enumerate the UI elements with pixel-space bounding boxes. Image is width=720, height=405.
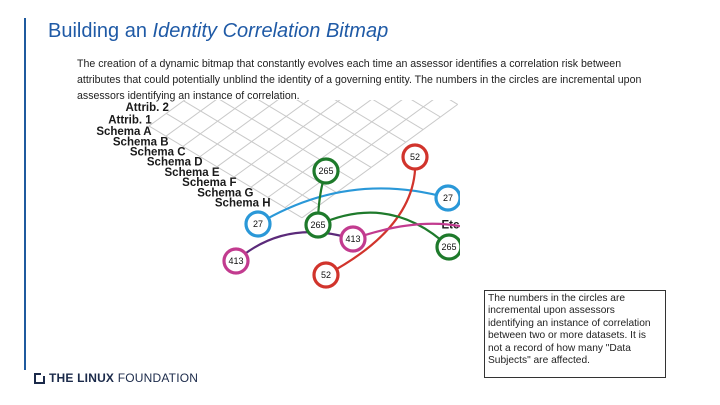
node-count-label: 265 — [318, 166, 333, 176]
correlation-link — [257, 187, 449, 225]
grid-line — [250, 100, 372, 188]
correlation-node: 27 — [244, 210, 272, 238]
grid-line — [296, 100, 389, 156]
title-emphasis: Identity Correlation Bitmap — [152, 20, 389, 42]
grid-line — [372, 100, 424, 131]
schema-label: Schema A — [96, 126, 151, 138]
correlation-node: 265 — [304, 211, 332, 239]
node-circle — [222, 247, 250, 275]
grid-line — [284, 100, 434, 209]
correlation-node: 265 — [312, 157, 340, 185]
attribute-label: Attrib. 1 — [108, 115, 152, 127]
schema-label: Schema H — [215, 198, 271, 210]
schema-label: Schema D — [147, 157, 203, 169]
grid-line — [257, 100, 372, 168]
node-circle — [435, 233, 460, 261]
grid-line — [334, 100, 407, 143]
correlation-node: 52 — [401, 143, 429, 171]
node-circle — [304, 211, 332, 239]
logo-text-light: FOUNDATION — [117, 371, 199, 385]
node-count-label: 27 — [253, 219, 263, 229]
node-count-label: 265 — [310, 220, 325, 230]
schema-label: Schema E — [165, 167, 220, 179]
schema-label: Schema G — [197, 187, 253, 199]
grid-line — [233, 100, 341, 178]
node-circle — [312, 261, 340, 289]
correlation-node: 27 — [434, 184, 460, 212]
correlation-node: 413 — [339, 225, 367, 253]
node-count-label: 265 — [441, 242, 456, 252]
grid-line — [182, 100, 248, 147]
grid-line — [199, 100, 279, 158]
linux-foundation-logo-icon — [34, 372, 45, 384]
grid-line — [449, 100, 458, 105]
accent-bar — [24, 18, 26, 370]
grid-line — [411, 100, 441, 118]
correlation-link — [352, 222, 460, 241]
node-count-label: 27 — [443, 193, 453, 203]
bitmap-grid — [148, 100, 458, 219]
grid-line — [165, 100, 217, 137]
attribute-label: Attrib. 3 — [143, 100, 186, 102]
logo-text-bold: THE LINUX — [49, 371, 115, 385]
grid-line — [216, 100, 310, 168]
node-count-label: 52 — [321, 270, 331, 280]
correlation-link — [235, 231, 354, 262]
grid-line — [301, 103, 458, 219]
correlation-node: 413 — [222, 247, 250, 275]
node-circle — [434, 184, 460, 212]
node-circle — [244, 210, 272, 238]
schema-label: Schema F — [182, 177, 236, 189]
node-count-label: 413 — [345, 234, 360, 244]
title-prefix: Building an — [48, 20, 153, 42]
correlation-node: 265 — [435, 233, 460, 261]
correlation-links — [235, 156, 460, 276]
node-circle — [312, 157, 340, 185]
node-count-label: 413 — [228, 256, 243, 266]
correlation-link — [317, 211, 450, 248]
linux-foundation-logo: THE LINUX FOUNDATION — [34, 371, 198, 385]
correlation-node: 52 — [312, 261, 340, 289]
node-circle — [401, 143, 429, 171]
schema-label: Schema C — [130, 147, 186, 159]
slide-title: Building an Identity Correlation Bitmap — [48, 20, 388, 43]
grid-line — [166, 112, 320, 206]
schema-label: Schema B — [113, 136, 169, 148]
node-circle — [339, 225, 367, 253]
attribute-label: Attrib. 2 — [125, 102, 168, 114]
grid-line — [148, 100, 186, 127]
note-box: The numbers in the circles are increment… — [484, 290, 666, 378]
grid-line — [148, 125, 303, 219]
grid-line — [267, 100, 403, 198]
slide-description: The creation of a dynamic bitmap that co… — [77, 58, 642, 102]
correlation-link — [325, 156, 417, 276]
grid-line — [183, 100, 337, 194]
node-count-label: 52 — [410, 152, 420, 162]
